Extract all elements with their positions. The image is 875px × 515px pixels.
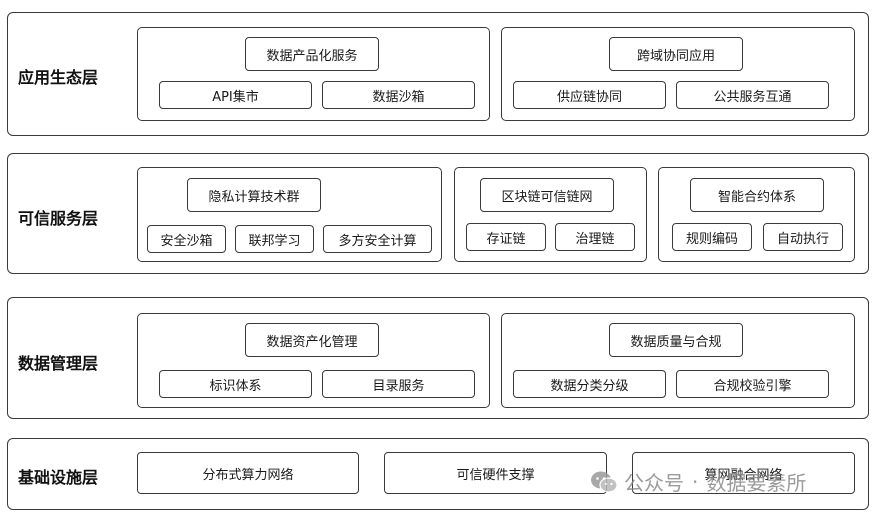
diagram-node: 标识体系 — [159, 370, 312, 398]
diagram-node: 合规校验引擎 — [676, 370, 829, 398]
layer-label: 应用生态层 — [18, 68, 99, 87]
diagram-node: 数据沙箱 — [322, 81, 475, 109]
diagram-node: 规则编码 — [672, 223, 752, 251]
group-title: 区块链可信链网 — [480, 178, 614, 212]
diagram-node: 算网融合网络 — [632, 452, 855, 494]
group-title: 数据资产化管理 — [245, 323, 379, 357]
diagram-node: 公共服务互通 — [676, 81, 829, 109]
watermark-prefix: 公众号 — [624, 471, 684, 495]
group-title: 数据产品化服务 — [245, 37, 379, 71]
diagram-node: 联邦学习 — [235, 225, 314, 253]
layer-label: 基础设施层 — [18, 468, 99, 487]
group-title: 数据质量与合规 — [609, 323, 743, 357]
group-title: 隐私计算技术群 — [187, 178, 321, 212]
watermark: 公众号 · 数据要素所 — [590, 467, 806, 496]
diagram-node: API集市 — [159, 81, 312, 109]
diagram-node: 治理链 — [555, 223, 635, 251]
diagram-node: 多方安全计算 — [323, 225, 432, 253]
diagram-node: 可信硬件支撑 — [384, 452, 607, 494]
watermark-separator: · — [692, 469, 699, 494]
diagram-node: 自动执行 — [763, 223, 843, 251]
group-title: 跨域协同应用 — [609, 37, 743, 71]
layer-label: 可信服务层 — [18, 209, 99, 228]
group-title: 智能合约体系 — [690, 178, 824, 212]
layer-label: 数据管理层 — [18, 354, 99, 373]
watermark-name: 数据要素所 — [706, 471, 807, 495]
diagram-node: 数据分类分级 — [513, 370, 666, 398]
diagram-node: 目录服务 — [322, 370, 475, 398]
wechat-icon — [591, 471, 618, 493]
diagram-node: 安全沙箱 — [147, 225, 226, 253]
diagram-node: 存证链 — [466, 223, 546, 251]
diagram-node: 分布式算力网络 — [137, 452, 359, 494]
diagram-node: 供应链协同 — [513, 81, 666, 109]
